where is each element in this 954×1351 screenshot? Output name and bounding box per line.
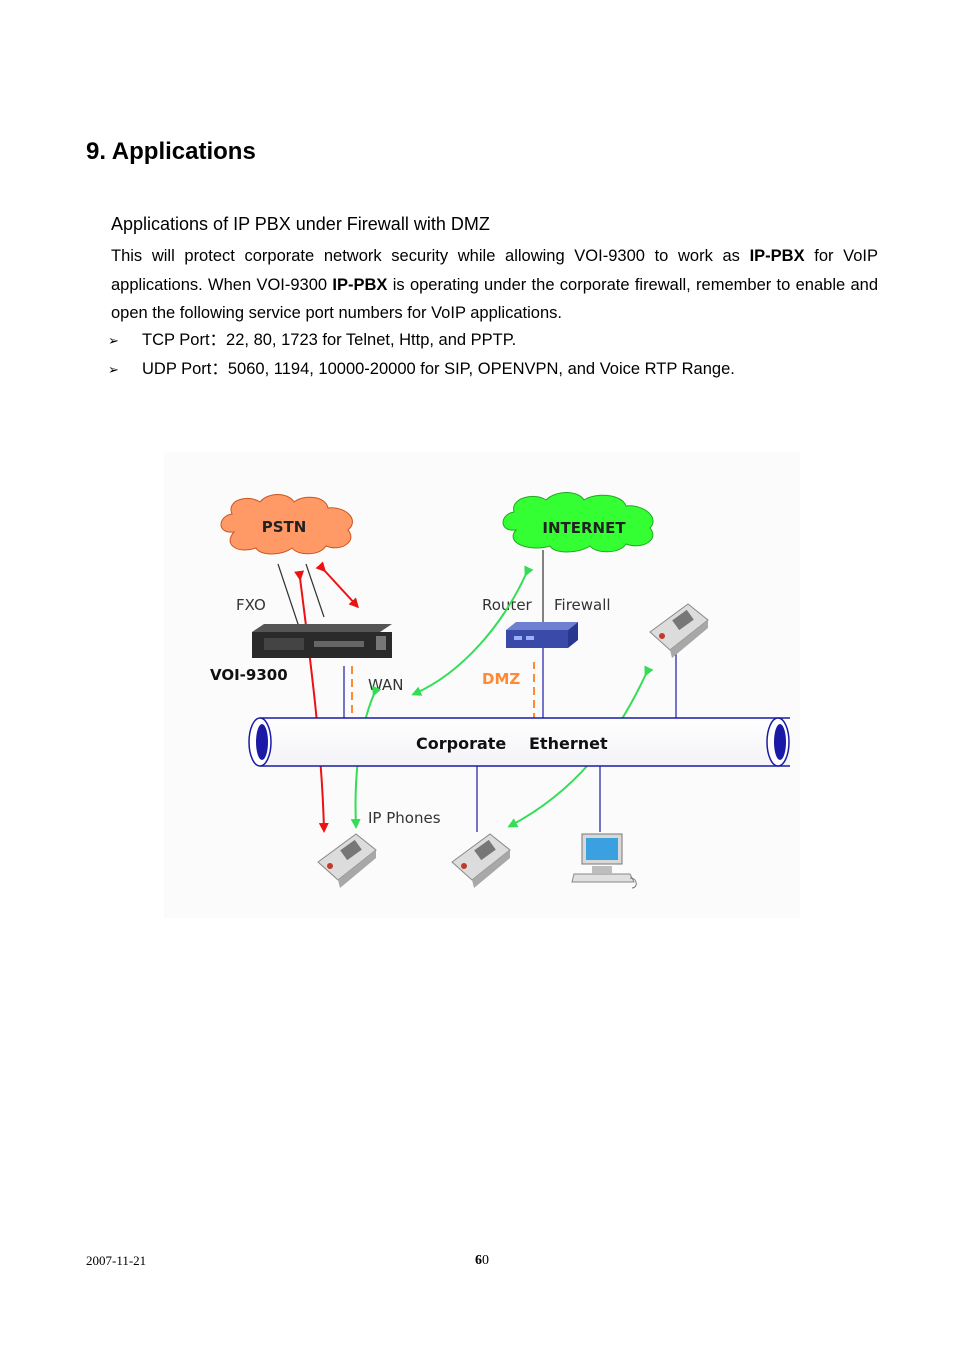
wan-label: WAN [368, 676, 404, 694]
para-text-1: This will protect corporate network secu… [111, 247, 750, 265]
para-text-3: is operating under the corporate firewal… [111, 275, 878, 323]
fxo-label: FXO [236, 596, 266, 614]
ethernet-label: Ethernet [529, 734, 608, 753]
arrow-bullet-icon: ➢ [108, 333, 119, 348]
router-icon [506, 622, 578, 648]
bullet-text: UDP Port：5060, 1194, 10000-20000 for SIP… [142, 360, 735, 378]
device-label: VOI-9300 [210, 666, 288, 684]
bullet-item: ➢ UDP Port：5060, 1194, 10000-20000 for SI… [108, 359, 735, 380]
section-title: 9. Applications [86, 138, 256, 165]
firewall-label: Firewall [554, 596, 611, 614]
intro-paragraph: This will protect corporate network secu… [111, 242, 878, 328]
pstn-call-arrow [315, 561, 360, 609]
pstn-cloud-icon [220, 494, 353, 555]
arrow-bullet-icon: ➢ [108, 362, 119, 377]
router-label: Router [482, 596, 533, 614]
ip-phone-icon [451, 833, 511, 888]
ip-phone-icon [317, 833, 377, 888]
page-number-rest: 0 [482, 1253, 489, 1268]
internet-cloud-icon [502, 492, 654, 553]
dmz-label: DMZ [482, 670, 520, 688]
para-text-2: for VoIP applications. When VOI-9300 [111, 247, 878, 294]
page-number-digit: 6 [475, 1253, 482, 1268]
ip-phone-icon [649, 603, 709, 658]
pstn-phone-arrow [294, 570, 329, 833]
page-number: 60 [475, 1253, 489, 1269]
voi-9300-device-icon [252, 624, 392, 658]
computer-icon [571, 833, 637, 889]
corporate-label: Corporate [416, 734, 506, 753]
pstn-label: PSTN [262, 518, 307, 536]
internet-wan-arrow [411, 565, 534, 696]
internet-label: INTERNET [542, 519, 626, 537]
network-diagram-svg: PSTN INTERNET FXO VOI-9300 Router Firewa… [164, 452, 800, 918]
bullet-item: ➢ TCP Port：22, 80, 1723 for Telnet, Http,… [108, 330, 516, 351]
para-bold-1: IP-PBX [749, 247, 805, 265]
ip-phones-label: IP Phones [368, 809, 441, 827]
bullet-text: TCP Port：22, 80, 1723 for Telnet, Http, … [142, 331, 517, 349]
network-diagram: PSTN INTERNET FXO VOI-9300 Router Firewa… [164, 452, 800, 918]
para-bold-2: IP-PBX [332, 275, 388, 294]
footer-date: 2007-11-21 [86, 1253, 147, 1268]
corporate-ethernet-pipe [248, 717, 790, 767]
subheading: Applications of IP PBX under Firewall wi… [111, 214, 490, 234]
